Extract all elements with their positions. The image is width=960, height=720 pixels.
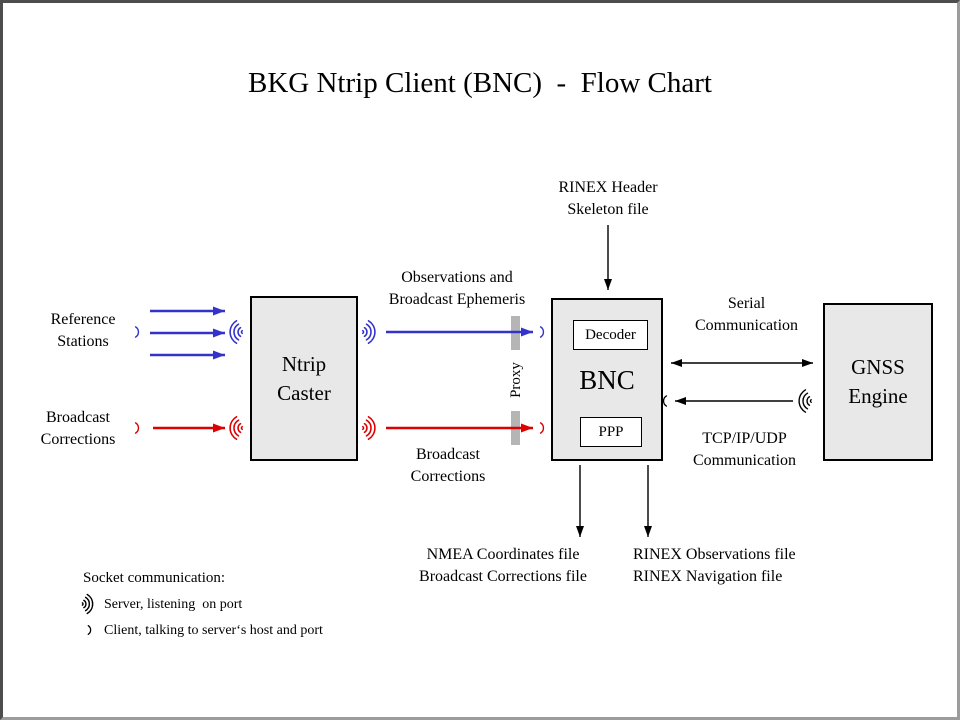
ppp-label: PPP (598, 423, 624, 440)
ntrip-caster-label-line1: Ntrip (281, 351, 327, 376)
node-decoder: Decoder (573, 320, 648, 350)
server-listening-icon (81, 593, 94, 615)
ntrip-caster-label-line2: Caster (277, 380, 331, 405)
broadcast-corrections-stream-label: Broadcast Corrections (410, 446, 486, 485)
reference-stations-label: Reference Stations (50, 311, 116, 350)
client-icon (539, 422, 545, 434)
node-ntrip-caster: Ntrip Caster (250, 296, 358, 461)
serial-communication-label: Serial Communication (694, 295, 799, 334)
server-listening-icon (362, 320, 376, 344)
proxy-label: Proxy (508, 362, 524, 398)
client-icon (662, 395, 668, 407)
bnc-label: BNC (579, 365, 635, 395)
server-listening-icon (798, 389, 812, 413)
tcp-ip-udp-label: TCP/IP/UDP Communication (692, 430, 797, 469)
node-ppp: PPP (580, 417, 642, 447)
client-icon (539, 326, 545, 338)
page-title: BKG Ntrip Client (BNC) - Flow Chart (248, 67, 712, 99)
client-icon (134, 422, 140, 434)
legend-server-text: Server, listening on port (104, 597, 243, 612)
client-icon (134, 326, 140, 338)
nmea-output-files-label: NMEA Coordinates file Broadcast Correcti… (419, 546, 587, 585)
client-icon (87, 625, 92, 635)
node-gnss-engine: GNSS Engine (823, 303, 933, 461)
decoder-label: Decoder (585, 326, 636, 343)
node-bnc: Decoder BNC PPP (551, 298, 663, 461)
server-listening-icon (229, 416, 243, 440)
rinex-output-files-label: RINEX Observations file RINEX Navigation… (633, 546, 796, 585)
broadcast-corrections-input-label: Broadcast Corrections (40, 409, 116, 448)
server-listening-icon (229, 320, 243, 344)
legend-title: Socket communication: (83, 570, 226, 586)
legend-client-text: Client, talking to server‘s host and por… (104, 623, 323, 638)
gnss-label-line2: Engine (848, 384, 908, 408)
observations-ephemeris-label: Observations and Broadcast Ephemeris (388, 269, 526, 308)
server-listening-icon (362, 416, 376, 440)
rinex-header-skeleton-label: RINEX Header Skeleton file (558, 179, 658, 218)
gnss-label-line1: GNSS (851, 355, 905, 379)
